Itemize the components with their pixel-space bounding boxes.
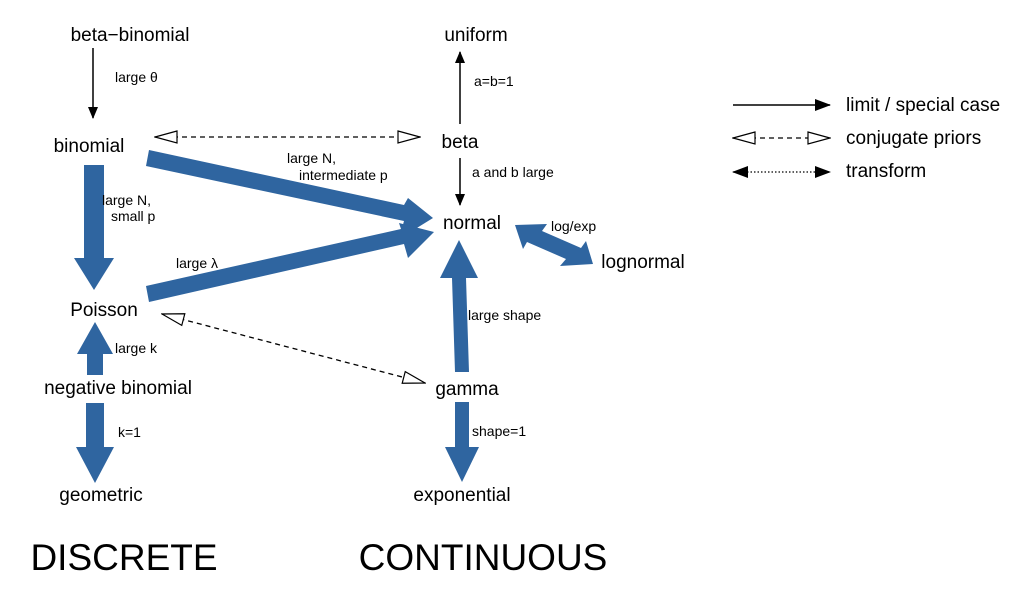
label-large-k: large k <box>115 340 158 356</box>
node-labels: beta−binomial binomial Poisson negative … <box>44 25 685 506</box>
section-labels: DISCRETE CONTINUOUS <box>30 537 607 578</box>
arrow-gamma-to-normal <box>440 240 478 372</box>
node-normal: normal <box>443 213 501 234</box>
label-large-n-small-p-line2: small p <box>111 208 156 224</box>
label-large-lambda: large λ <box>176 255 218 271</box>
label-k-equals-1: k=1 <box>118 424 141 440</box>
arrow-normal-lognormal <box>515 224 593 266</box>
label-large-n-intermediate-line2: intermediate p <box>299 167 388 183</box>
arrow-negbinomial-to-geometric <box>76 403 114 483</box>
arrow-negbinomial-to-poisson <box>77 322 113 375</box>
node-poisson: Poisson <box>70 300 138 321</box>
conjugate-poisson-gamma <box>162 314 425 383</box>
label-a-b-equals-1: a=b=1 <box>474 73 514 89</box>
node-beta-binomial: beta−binomial <box>71 25 190 46</box>
arrow-gamma-to-exponential <box>445 402 479 482</box>
label-large-n-intermediate-line1: large N, <box>287 150 336 166</box>
legend-conjugate-label: conjugate priors <box>846 128 981 149</box>
legend-limit-label: limit / special case <box>846 95 1000 116</box>
section-label-discrete: DISCRETE <box>30 537 217 578</box>
node-negative-binomial: negative binomial <box>44 378 192 399</box>
node-uniform: uniform <box>444 25 507 46</box>
node-gamma: gamma <box>435 379 499 400</box>
node-exponential: exponential <box>413 485 510 506</box>
node-geometric: geometric <box>59 485 142 506</box>
node-binomial: binomial <box>54 136 125 157</box>
label-a-and-b-large: a and b large <box>472 164 554 180</box>
label-large-shape: large shape <box>468 307 541 323</box>
limit-arrows <box>88 48 465 206</box>
section-label-continuous: CONTINUOUS <box>359 537 608 578</box>
label-shape-equals-1: shape=1 <box>472 423 526 439</box>
legend: limit / special case conjugate priors tr… <box>732 95 1000 182</box>
thick-arrows <box>74 150 593 483</box>
edge-labels: large θ large N, small p large N, interm… <box>102 69 596 440</box>
arrow-binomial-to-poisson <box>74 165 114 290</box>
label-log-exp: log/exp <box>551 218 596 234</box>
arrow-binomial-to-normal <box>146 150 433 239</box>
conjugate-arrows <box>155 137 425 383</box>
arrow-poisson-to-normal <box>146 223 434 302</box>
node-lognormal: lognormal <box>601 252 684 273</box>
node-beta: beta <box>442 132 479 153</box>
label-large-n-small-p-line1: large N, <box>102 192 151 208</box>
legend-transform-label: transform <box>846 161 926 182</box>
label-large-theta: large θ <box>115 69 158 85</box>
